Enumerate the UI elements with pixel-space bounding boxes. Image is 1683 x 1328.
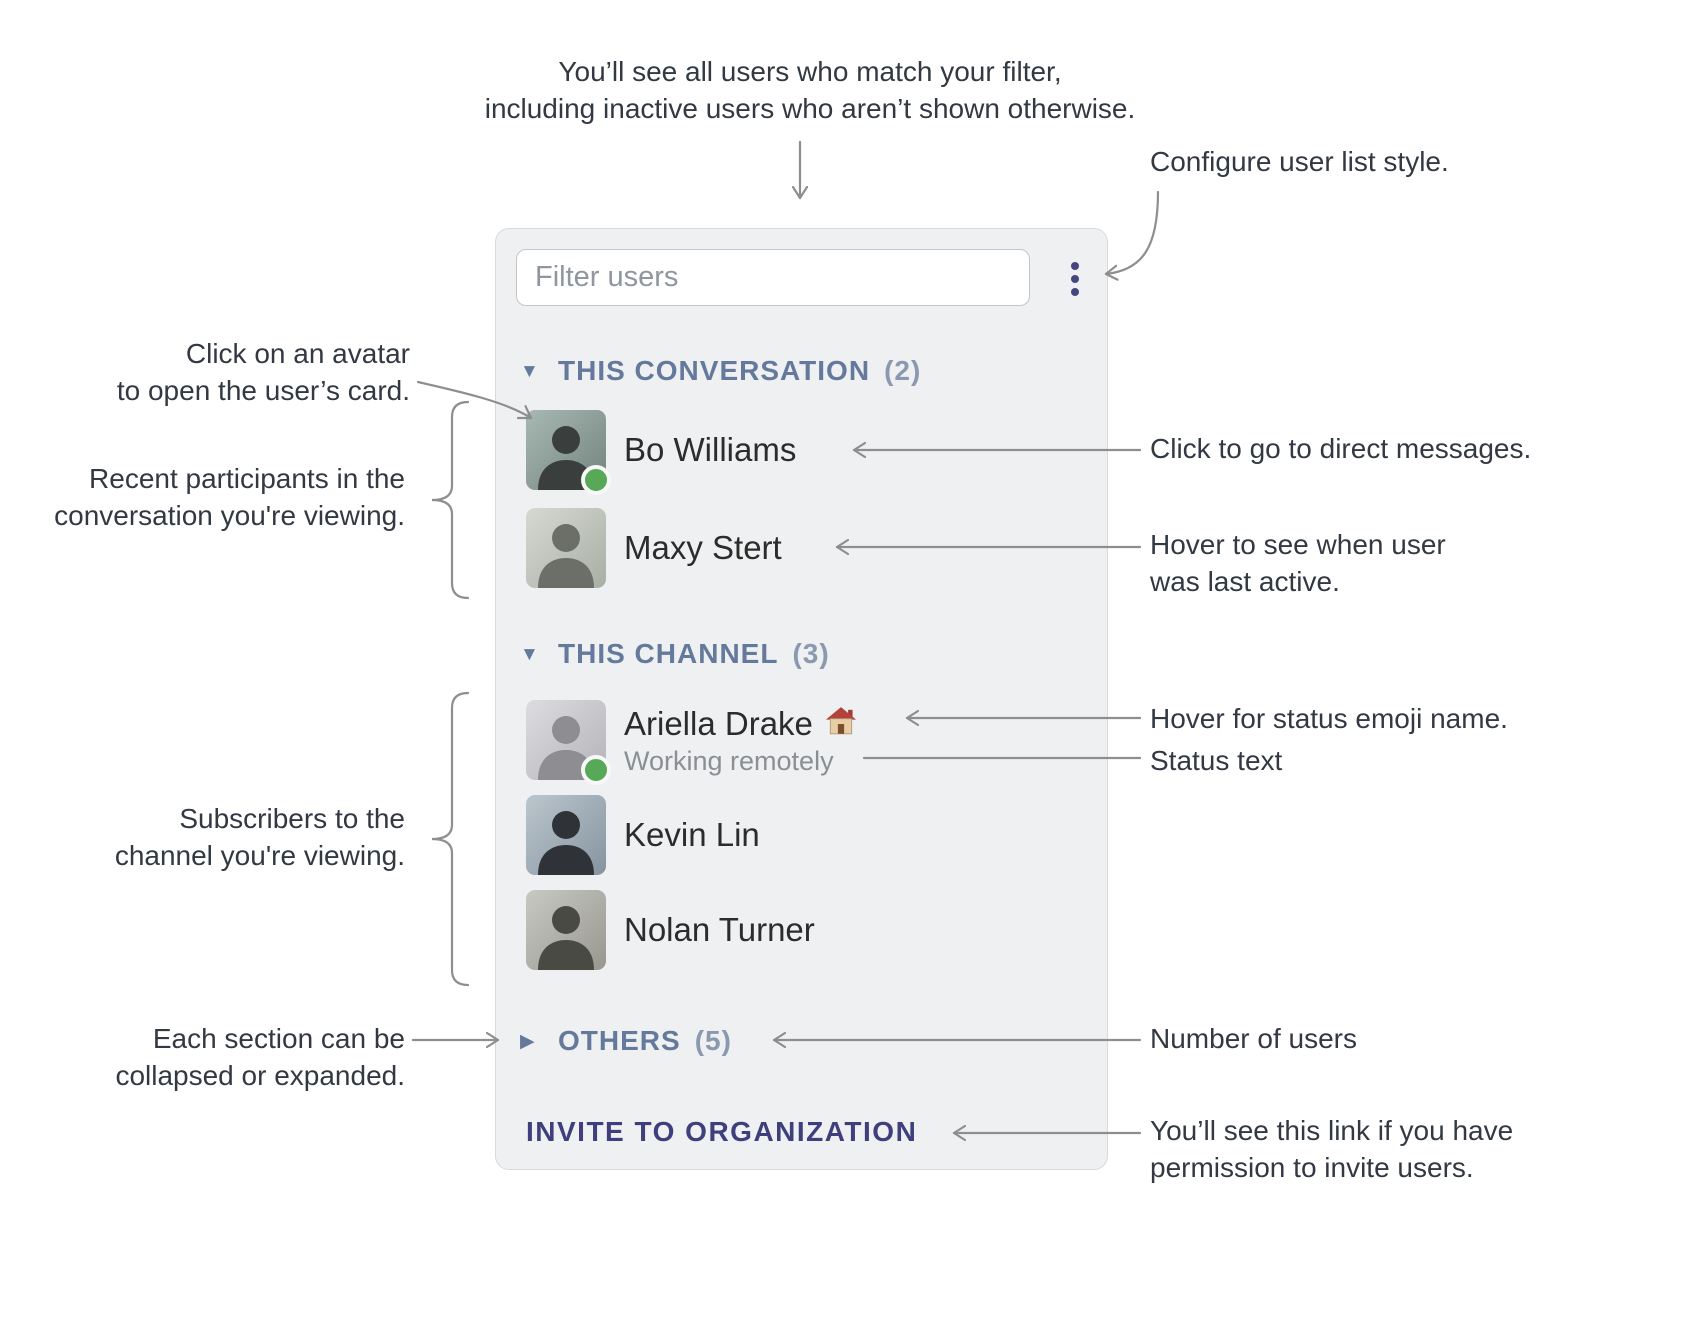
collapse-chevron-icon[interactable]: ▼: [520, 643, 539, 665]
user-name: Ariella Drake: [624, 704, 813, 742]
section-label: THIS CONVERSATION: [558, 355, 871, 386]
recent-participants-brace: [431, 400, 470, 600]
section-count: (2): [884, 355, 922, 386]
avatar[interactable]: [526, 410, 611, 495]
filter-note-line2: including inactive users who aren’t show…: [484, 93, 1136, 124]
user-count-note: Number of users: [1150, 1023, 1357, 1054]
user-name: Nolan Turner: [624, 911, 815, 948]
user-name: Maxy Stert: [624, 529, 782, 566]
invite-to-organization-link[interactable]: INVITE TO ORGANIZATION: [526, 1116, 918, 1147]
online-presence-dot: [581, 465, 611, 495]
recent-participants-note: Recent participants in the conversation …: [54, 463, 405, 531]
section-this-channel-header[interactable]: ▼ THIS CHANNEL (3): [520, 634, 1087, 674]
status-text-note: Status text: [1150, 745, 1283, 776]
user-list-menu-button[interactable]: [1052, 253, 1098, 305]
section-label: THIS CHANNEL: [558, 638, 779, 669]
collapse-chevron-icon[interactable]: ▼: [520, 360, 539, 382]
user-status-text: Working remotely: [624, 745, 834, 776]
section-label: OTHERS: [558, 1025, 681, 1056]
online-presence-dot: [581, 755, 611, 785]
avatar-photo: [526, 410, 606, 490]
house-status-emoji-icon[interactable]: [825, 703, 857, 745]
avatar[interactable]: [526, 890, 606, 970]
user-name: Bo Williams: [624, 431, 797, 468]
expand-chevron-icon[interactable]: ▶: [520, 1030, 535, 1052]
section-count: (5): [694, 1025, 732, 1056]
status-emoji-note: Hover for status emoji name.: [1150, 703, 1508, 734]
direct-messages-note: Click to go to direct messages.: [1150, 433, 1532, 464]
configure-note-arrow: [1104, 190, 1160, 274]
avatar-photo: [526, 795, 606, 875]
user-row-kevin-lin[interactable]: Kevin Lin: [526, 794, 1087, 876]
collapse-note: Each section can be collapsed or expande…: [115, 1023, 405, 1091]
user-row-maxy-stert[interactable]: Maxy Stert: [526, 507, 1087, 589]
avatar[interactable]: [526, 700, 611, 785]
user-row-nolan-turner[interactable]: Nolan Turner: [526, 889, 1087, 971]
configure-note: Configure user list style.: [1150, 146, 1449, 177]
user-row-bo-williams[interactable]: Bo Williams: [526, 409, 1087, 495]
invite-permission-note: You’ll see this link if you have permiss…: [1150, 1115, 1514, 1183]
vertical-ellipsis-icon: [1071, 262, 1079, 270]
filter-note-line1: You’ll see all users who match your filt…: [558, 56, 1062, 87]
user-list-panel: ▼ THIS CONVERSATION (2) Bo Williams: [495, 228, 1108, 1170]
last-active-note: Hover to see when user was last active.: [1150, 529, 1446, 597]
filter-note: You’ll see all users who match your filt…: [420, 53, 1200, 127]
avatar-photo: [526, 508, 606, 588]
section-this-conversation-header[interactable]: ▼ THIS CONVERSATION (2): [520, 351, 1087, 391]
user-row-ariella-drake[interactable]: Ariella Drake Working remotely: [526, 697, 1087, 785]
section-count: (3): [792, 638, 830, 669]
section-others-header[interactable]: ▶ OTHERS (5): [520, 1021, 1087, 1061]
avatar[interactable]: [526, 795, 606, 875]
avatar-note: Click on an avatar to open the user’s ca…: [116, 338, 410, 406]
avatar-photo: [526, 890, 606, 970]
avatar[interactable]: [526, 508, 606, 588]
filter-users-input[interactable]: [516, 249, 1030, 306]
subscribers-brace: [431, 691, 470, 987]
subscribers-note: Subscribers to the channel you're viewin…: [114, 803, 405, 871]
user-name: Kevin Lin: [624, 816, 760, 853]
